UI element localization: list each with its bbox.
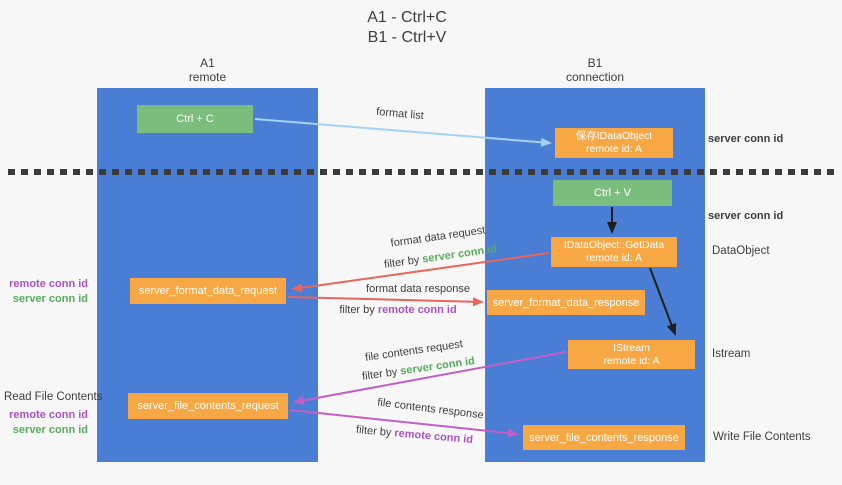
server-conn-id-annotation-top: server conn id xyxy=(708,133,784,145)
remote-conn-id-annotation-1: remote conn id xyxy=(9,278,88,290)
filter-by-text: filter by xyxy=(339,304,378,316)
server-format-data-request-label: server_format_data_request xyxy=(138,285,278,297)
server-file-contents-response-label: server_file_contents_response xyxy=(529,431,679,444)
read-file-contents-annotation: Read File Contents xyxy=(4,391,103,403)
conn-id-annotation-group-2: remote conn id server conn id xyxy=(0,408,88,438)
title-line-2: B1 - Ctrl+V xyxy=(367,29,447,46)
server-conn-id-annotation-1: server conn id xyxy=(12,293,88,305)
server-conn-id-annotation-mid: server conn id xyxy=(708,210,784,222)
filter-by-text: filter by xyxy=(355,423,395,440)
format-list-label: format list xyxy=(375,105,425,123)
ctrl-v-node: Ctrl + V xyxy=(553,180,672,206)
file-contents-response-label: file contents response xyxy=(376,396,485,422)
conn-id-annotation-group-1: remote conn id server conn id xyxy=(0,277,88,307)
filter-by-remote-conn-id-label-1: filter by remote conn id xyxy=(328,303,468,317)
istream-node: IStream remote id: A xyxy=(568,340,695,369)
filter-by-remote-conn-id-label-2: filter by remote conn id xyxy=(342,422,488,449)
diagram-title: A1 - Ctrl+C B1 - Ctrl+V xyxy=(0,8,814,48)
dataobject-annotation: DataObject xyxy=(712,245,770,257)
lane-a1-title: A1 xyxy=(200,56,215,70)
remote-conn-id-annotation-2: remote conn id xyxy=(9,409,88,421)
server-file-contents-response-node: server_file_contents_response xyxy=(523,425,685,450)
server-format-data-response-label: server_format_data_response xyxy=(492,296,640,309)
ctrl-v-label: Ctrl + V xyxy=(594,187,631,199)
session-divider-dotted-line xyxy=(8,169,834,175)
server-file-contents-request-node: server_file_contents_request xyxy=(128,393,288,419)
write-file-contents-annotation: Write File Contents xyxy=(713,431,811,443)
remote-conn-id-text: remote conn id xyxy=(377,304,457,316)
format-data-response-label: format data response xyxy=(366,283,470,295)
server-file-contents-request-label: server_file_contents_request xyxy=(137,400,279,412)
filter-by-text: filter by xyxy=(361,365,402,383)
lane-b1-subtitle: connection xyxy=(565,70,625,84)
title-line-1: A1 - Ctrl+C xyxy=(367,9,447,26)
save-dataobject-node: 保存IDataObject remote id: A xyxy=(555,128,673,158)
lane-b1-title: B1 xyxy=(587,56,603,70)
save-dataobject-line2: remote id: A xyxy=(585,143,643,155)
server-format-data-response-node: server_format_data_response xyxy=(487,290,645,315)
server-format-data-request-node: server_format_data_request xyxy=(130,278,286,304)
save-dataobject-line1: 保存IDataObject xyxy=(575,130,653,142)
server-conn-id-annotation-2: server conn id xyxy=(12,424,88,436)
istream-line2: remote id: A xyxy=(603,354,660,367)
lane-header-b1: B1 connection xyxy=(485,56,705,84)
lane-a1-subtitle: remote xyxy=(188,70,227,84)
lane-header-a1: A1 remote xyxy=(97,56,318,84)
istream-line1: IStream xyxy=(613,341,650,354)
remote-conn-id-text: remote conn id xyxy=(393,427,474,447)
istream-annotation: Istream xyxy=(712,348,751,360)
getdata-line2: remote id: A xyxy=(585,252,643,264)
ctrl-c-label: Ctrl + C xyxy=(176,113,214,125)
getdata-line1: IDataObject::GetData xyxy=(563,239,665,251)
getdata-node: IDataObject::GetData remote id: A xyxy=(551,237,677,267)
ctrl-c-node: Ctrl + C xyxy=(137,105,253,133)
filter-by-text: filter by xyxy=(383,253,424,271)
